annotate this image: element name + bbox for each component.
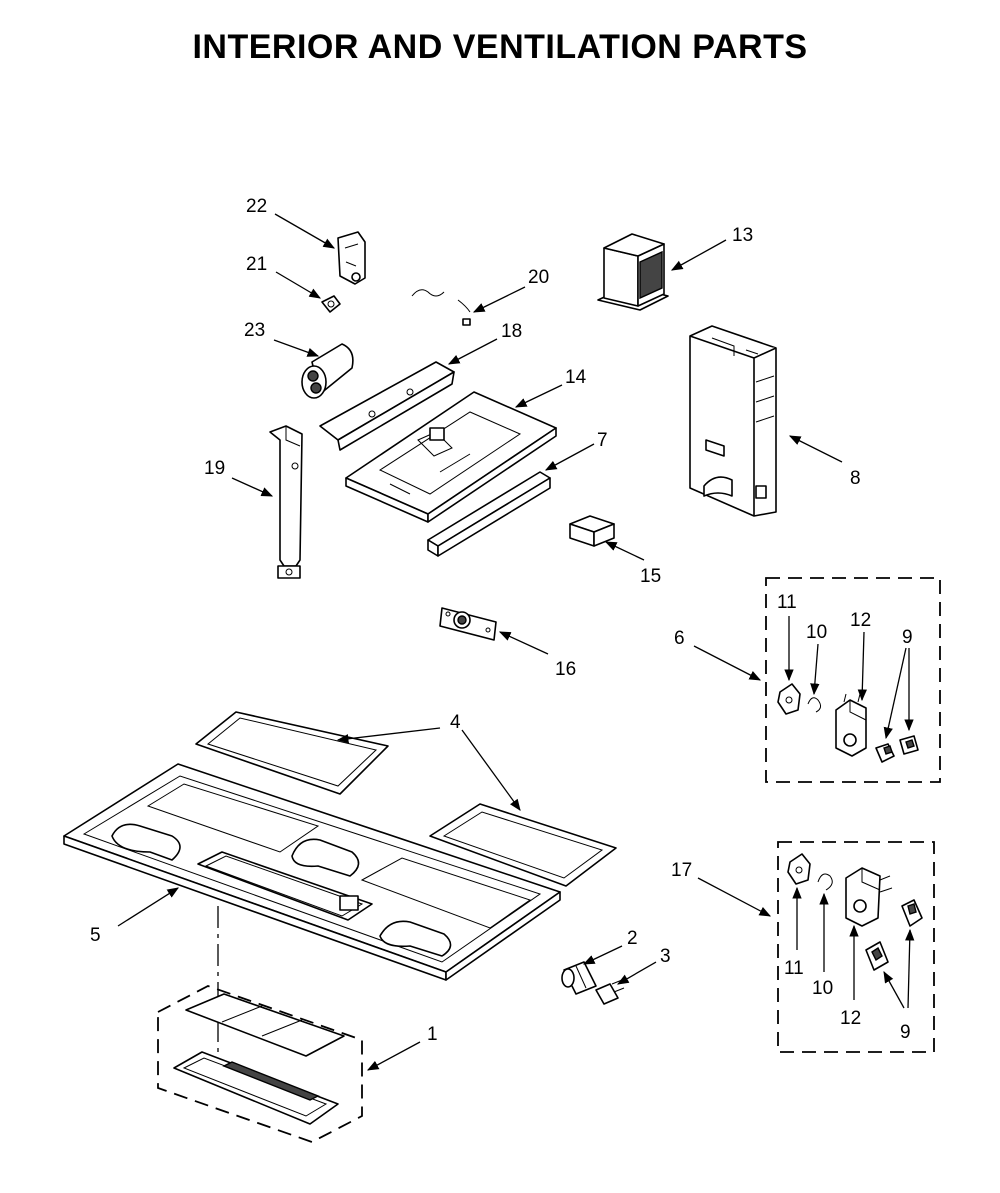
callout-12a: 12 — [850, 610, 871, 631]
callout-15: 15 — [640, 566, 661, 587]
part-4-grease-filter-left[interactable] — [195, 711, 389, 795]
part-9-micro-switch-b2[interactable] — [865, 941, 889, 971]
part-23-capacitor[interactable] — [301, 343, 354, 399]
callout-20: 20 — [528, 267, 549, 288]
callout-14: 14 — [565, 367, 587, 388]
part-4-grease-filter-right[interactable] — [429, 803, 617, 887]
callout-10b: 10 — [812, 978, 833, 999]
part-11-switch-bracket-b[interactable] — [787, 853, 811, 885]
part-20-wire-harness[interactable] — [411, 289, 471, 326]
part-9-micro-switch-a2[interactable] — [899, 735, 919, 755]
part-11-switch-bracket-a[interactable] — [777, 683, 801, 715]
callout-5: 5 — [90, 925, 101, 946]
part-12-switch-housing-a[interactable] — [835, 693, 867, 757]
part-22-bracket[interactable] — [337, 231, 366, 285]
part-2-lamp-socket[interactable] — [561, 961, 597, 995]
part-13-transformer[interactable] — [597, 233, 669, 311]
callout-3: 3 — [660, 946, 671, 967]
callout-1: 1 — [427, 1024, 438, 1045]
group-17-door-switch-assembly — [777, 841, 935, 1053]
callout-8: 8 — [850, 468, 861, 489]
part-5-bottom-panel[interactable] — [63, 763, 561, 981]
callout-9a: 9 — [902, 627, 913, 648]
part-21-clip[interactable] — [321, 295, 341, 313]
part-18-channel-bracket[interactable] — [319, 361, 455, 451]
part-10-spring-b[interactable] — [817, 873, 833, 891]
part-9-micro-switch-a1[interactable] — [875, 743, 895, 763]
callout-17: 17 — [671, 860, 692, 881]
group-6-door-switch-assembly — [765, 577, 941, 783]
callout-6: 6 — [674, 628, 685, 649]
callout-12b: 12 — [840, 1008, 861, 1029]
callout-13: 13 — [732, 225, 753, 246]
page-title: INTERIOR AND VENTILATION PARTS — [192, 28, 808, 66]
callout-21: 21 — [246, 254, 267, 275]
part-9-micro-switch-b1[interactable] — [901, 899, 923, 927]
part-8-air-duct[interactable] — [689, 325, 777, 517]
part-7-support-bar[interactable] — [427, 471, 551, 557]
callout-10a: 10 — [806, 622, 827, 643]
callout-4: 4 — [450, 712, 461, 733]
part-1-light-lens[interactable] — [185, 993, 345, 1057]
part-14-chassis-plate[interactable] — [345, 391, 557, 523]
part-10-spring-a[interactable] — [807, 697, 822, 713]
callout-19: 19 — [204, 458, 225, 479]
callout-11a: 11 — [777, 592, 797, 613]
callout-9b: 9 — [900, 1022, 911, 1043]
callout-18: 18 — [501, 321, 522, 342]
callout-2: 2 — [627, 928, 638, 949]
callout-11b: 11 — [784, 958, 804, 979]
part-1-light-cover-frame[interactable] — [173, 1051, 339, 1125]
callout-23: 23 — [244, 320, 265, 341]
part-15-fuse-block[interactable] — [569, 515, 615, 547]
part-12-switch-housing-b[interactable] — [845, 867, 893, 927]
part-19-vertical-bracket[interactable] — [269, 425, 303, 579]
callout-7: 7 — [597, 430, 608, 451]
callout-16: 16 — [555, 659, 576, 680]
part-16-sensor-plate[interactable] — [439, 607, 497, 641]
callout-22: 22 — [246, 196, 267, 217]
group-1-light-cover-assembly — [157, 985, 363, 1143]
